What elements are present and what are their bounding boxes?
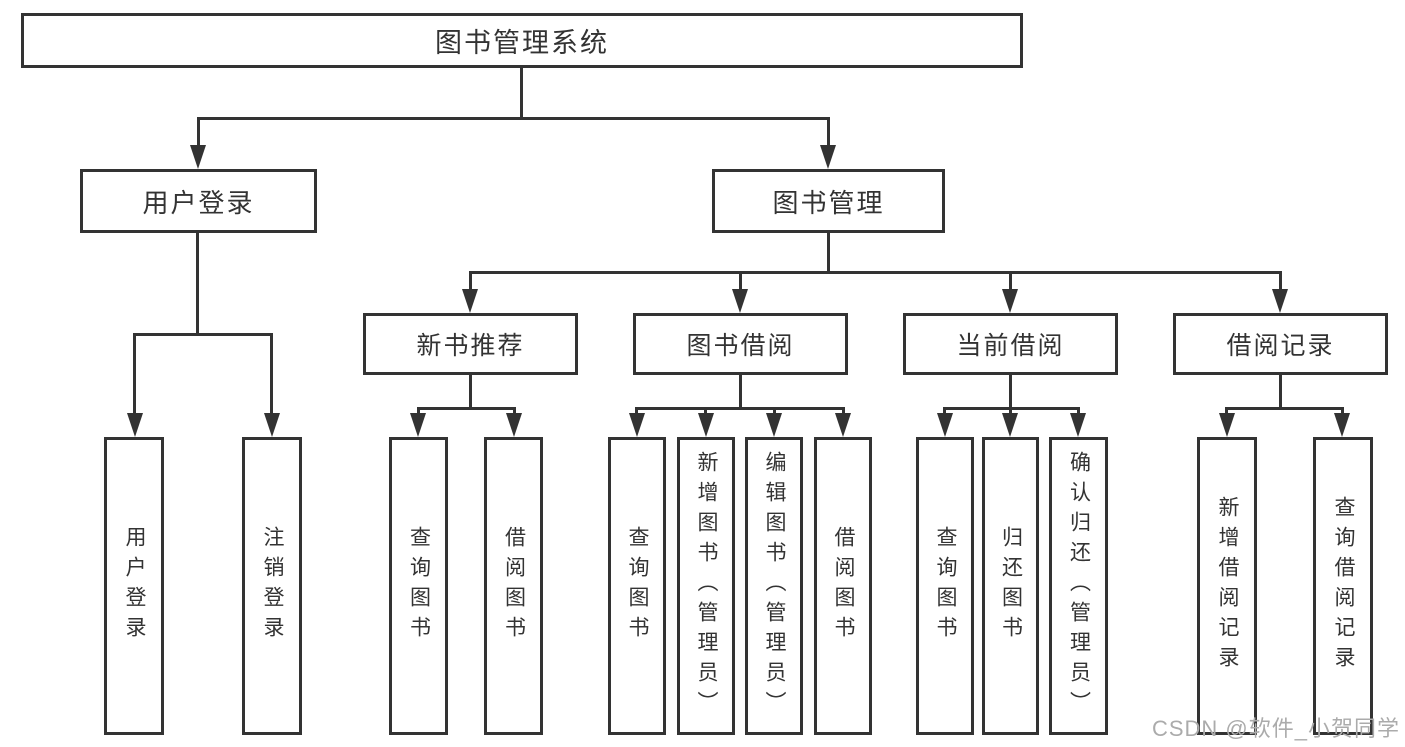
node-label: 确认归还（管理员） <box>1067 451 1091 721</box>
arrowhead <box>1334 413 1350 437</box>
node-borrow-records: 借阅记录 <box>1173 313 1388 375</box>
connector-line <box>739 375 742 410</box>
leaf-borrow-books: 借阅图书 <box>814 437 872 735</box>
leaf-return-books: 归还图书 <box>982 437 1039 735</box>
connector-line <box>635 407 638 417</box>
arrowhead <box>410 413 426 437</box>
connector-line <box>417 407 516 410</box>
connector-line <box>197 117 830 120</box>
node-current-borrow: 当前借阅 <box>903 313 1118 375</box>
leaf-borrow-books-recommend: 借阅图书 <box>484 437 543 735</box>
arrowhead <box>1002 413 1018 437</box>
connector-line <box>133 333 273 336</box>
arrowhead <box>820 145 836 169</box>
arrowhead <box>1272 289 1288 313</box>
node-label: 查询图书 <box>407 526 431 646</box>
connector-line <box>635 407 845 410</box>
arrowhead <box>629 413 645 437</box>
node-label: 用户登录 <box>123 526 146 646</box>
connector-line <box>842 407 845 417</box>
node-label: 查询图书 <box>626 526 649 646</box>
node-label: 借阅记录 <box>1226 332 1335 360</box>
arrowhead <box>506 413 522 437</box>
arrowhead <box>1070 413 1086 437</box>
node-book-management: 图书管理 <box>712 169 945 233</box>
connector-line <box>1279 375 1282 410</box>
node-label: 用户登录 <box>142 187 255 218</box>
node-label: 归还图书 <box>999 526 1023 646</box>
arrowhead <box>1002 289 1018 313</box>
node-label: 图书借阅 <box>686 332 795 360</box>
leaf-query-books-recommend: 查询图书 <box>389 437 448 735</box>
node-label: 借阅图书 <box>832 526 855 646</box>
leaf-query-books-borrow: 查询图书 <box>608 437 666 735</box>
leaf-edit-books-admin: 编辑图书（管理员） <box>745 437 803 735</box>
arrowhead <box>937 413 953 437</box>
connector-line <box>827 233 830 273</box>
connector-line <box>943 407 946 417</box>
connector-line <box>739 271 742 293</box>
connector-line <box>704 407 707 417</box>
connector-line <box>773 407 776 417</box>
connector-line <box>469 375 472 410</box>
node-label: 查询借阅记录 <box>1332 496 1355 676</box>
arrowhead <box>127 413 143 437</box>
node-label: 借阅图书 <box>502 526 526 646</box>
leaf-user-login: 用户登录 <box>104 437 164 735</box>
connector-line <box>1341 407 1344 417</box>
arrowhead <box>835 413 851 437</box>
csdn-watermark: CSDN @软件_小贺同学 <box>1151 716 1400 741</box>
connector-line <box>469 271 472 293</box>
leaf-add-borrow-record: 新增借阅记录 <box>1197 437 1257 735</box>
node-user-login: 用户登录 <box>80 169 317 233</box>
connector-line <box>1279 271 1282 293</box>
arrowhead <box>190 145 206 169</box>
connector-line <box>196 233 199 335</box>
connector-line <box>1225 407 1344 410</box>
connector-line <box>270 333 273 415</box>
connector-line <box>827 117 830 149</box>
connector-line <box>1077 407 1080 417</box>
connector-line <box>1009 407 1012 417</box>
node-label: 图书管理系统 <box>435 28 609 58</box>
connector-line <box>1009 375 1012 410</box>
node-label: 新增借阅记录 <box>1216 496 1239 676</box>
arrowhead <box>264 413 280 437</box>
leaf-add-books-admin: 新增图书（管理员） <box>677 437 735 735</box>
node-label: 新书推荐 <box>416 332 525 360</box>
connector-line <box>133 333 136 415</box>
connector-line <box>1009 271 1012 293</box>
connector-line <box>417 407 420 417</box>
node-label: 注销登录 <box>261 526 284 646</box>
node-label: 查询图书 <box>934 526 957 646</box>
node-root-library-system: 图书管理系统 <box>21 13 1023 68</box>
node-label: 当前借阅 <box>956 332 1065 360</box>
leaf-query-books-current: 查询图书 <box>916 437 974 735</box>
connector-line <box>520 68 523 118</box>
connector-line <box>513 407 516 417</box>
connector-line <box>1225 407 1228 417</box>
leaf-logout: 注销登录 <box>242 437 302 735</box>
node-label: 编辑图书（管理员） <box>763 451 786 721</box>
node-label: 新增图书（管理员） <box>695 451 718 721</box>
arrowhead <box>462 289 478 313</box>
connector-line <box>197 117 200 149</box>
node-new-book-recommend: 新书推荐 <box>363 313 578 375</box>
leaf-query-borrow-record: 查询借阅记录 <box>1313 437 1373 735</box>
node-label: 图书管理 <box>772 187 885 218</box>
node-book-borrow: 图书借阅 <box>633 313 848 375</box>
arrowhead <box>766 413 782 437</box>
arrowhead <box>1219 413 1235 437</box>
arrowhead <box>698 413 714 437</box>
leaf-confirm-return-admin: 确认归还（管理员） <box>1049 437 1108 735</box>
arrowhead <box>732 289 748 313</box>
connector-line <box>469 271 1282 274</box>
